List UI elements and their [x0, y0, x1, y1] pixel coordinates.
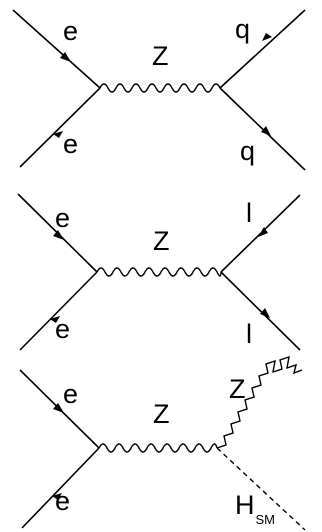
fermion-arrow-icon [260, 308, 270, 318]
outgoing-quark-line-1 [219, 9, 306, 89]
label-z-propagator: Z [153, 226, 170, 256]
fermion-arrow-icon [53, 131, 63, 138]
fermion-arrow-icon [53, 230, 64, 240]
incoming-positron-line-1 [21, 447, 100, 529]
fermion-arrow-icon [60, 52, 71, 62]
fermion-arrow-icon [261, 126, 271, 136]
label-e-in-2: e [63, 129, 78, 159]
label-e-in-1: e [55, 203, 70, 233]
label-e-in-2: e [55, 314, 70, 344]
fermion-arrow-icon [262, 33, 272, 41]
incoming-electron-line-1 [12, 9, 101, 89]
label-z-outgoing: Z [229, 374, 246, 404]
label-e-in-1: e [63, 16, 78, 46]
label-higgs: HSM [235, 490, 275, 527]
fermion-arrow-icon [53, 403, 64, 413]
feynman-diagram-3: e e Z Z HSM [19, 355, 306, 531]
label-l-out-1: l [246, 198, 252, 228]
label-q-out-2: q [240, 136, 255, 166]
z-propagator-wavy-line [98, 443, 218, 453]
outgoing-z-boson-wavy-line [216, 355, 303, 449]
outgoing-quark-line-2 [219, 87, 306, 171]
feynman-diagram-1: e e Z q q [12, 9, 306, 171]
label-q-out-1: q [235, 14, 250, 44]
incoming-positron-line-1 [19, 87, 101, 168]
label-l-out-2: l [246, 319, 252, 349]
label-e-in-2: e [55, 486, 70, 516]
incoming-positron-line-1 [19, 271, 98, 351]
fermion-arrow-icon [258, 227, 268, 237]
label-e-in-1: e [63, 379, 78, 409]
label-z-propagator: Z [152, 41, 169, 71]
feynman-diagram-2: e e Z l l [17, 193, 301, 351]
outgoing-lepton-line-2 [220, 271, 301, 351]
outgoing-higgs-dashed-line [216, 447, 306, 531]
fermion-arrow-icon [52, 493, 62, 500]
label-z-propagator: Z [153, 399, 170, 429]
z-propagator-wavy-line [99, 83, 221, 93]
fermion-arrow-icon [50, 316, 60, 323]
z-propagator-wavy-line [96, 267, 222, 277]
